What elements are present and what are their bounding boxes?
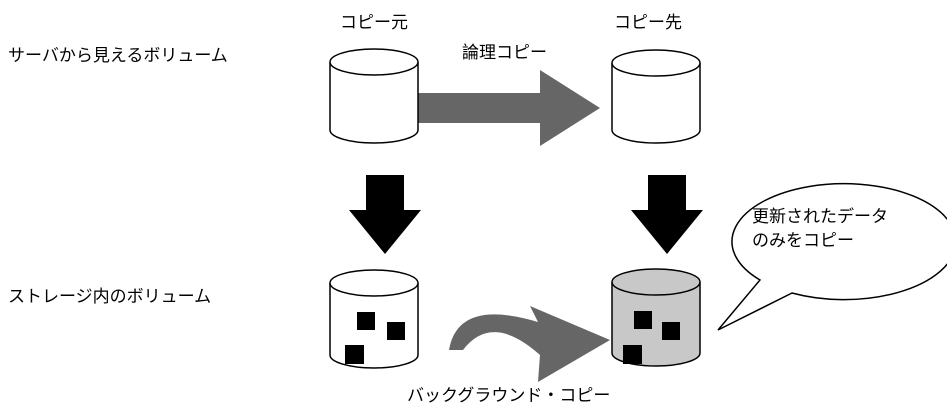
data-block-icon	[345, 345, 364, 364]
background-copy-label: バックグラウンド・コピー	[407, 386, 610, 406]
destination-down-arrow	[631, 175, 703, 254]
storage-source-volume	[329, 269, 419, 369]
copy-source-label: コピー元	[340, 13, 408, 33]
storage-volume-label: ストレージ内のボリューム	[8, 287, 211, 307]
callout-text-line1: 更新されたデータ	[752, 206, 888, 227]
background-copy-arrow	[420, 306, 610, 382]
callout-text-line2: のみをコピー	[752, 231, 854, 251]
data-block-icon	[357, 312, 375, 330]
callout-bubble	[717, 182, 947, 331]
server-destination-volume	[611, 49, 701, 144]
logical-copy-arrow	[415, 70, 600, 146]
data-block-icon	[634, 311, 652, 329]
data-block-icon	[662, 322, 680, 340]
storage-destination-volume	[611, 268, 701, 367]
data-block-icon	[623, 345, 642, 364]
data-block-icon	[387, 322, 405, 340]
source-down-arrow	[349, 175, 421, 254]
server-source-volume	[329, 48, 419, 144]
logical-copy-label: 論理コピー	[462, 43, 547, 63]
server-volume-label: サーバから見えるボリューム	[8, 46, 228, 66]
copy-destination-label: コピー先	[614, 13, 682, 33]
